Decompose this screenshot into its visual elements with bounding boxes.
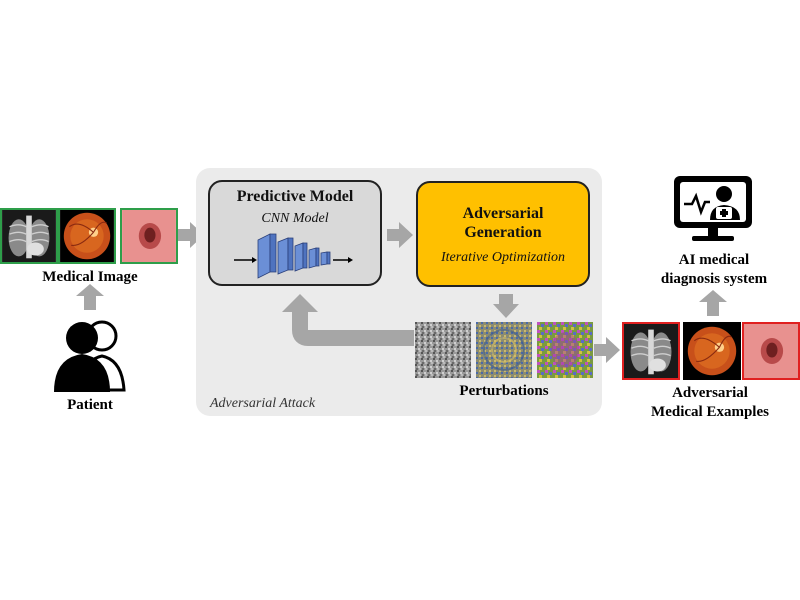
perturbations-label: Perturbations — [459, 383, 549, 399]
fundus-input-image — [58, 208, 116, 264]
cnn-architecture-icon — [234, 233, 353, 279]
iterative-optimization-subtitle: Iterative Optimization — [440, 250, 566, 265]
adversarial-attack-label: Adversarial Attack — [210, 396, 316, 411]
feedback-arrow — [282, 294, 414, 346]
patient-icon — [54, 320, 126, 392]
skin-input-image — [120, 208, 178, 264]
adversarial-examples-label-line1: Adversarial — [672, 385, 748, 401]
adversarial-generation-box — [416, 181, 590, 287]
adversarial-generation-title-line1: Adversarial — [462, 205, 544, 222]
xray-input-image — [0, 208, 58, 264]
colored-perturbation-image — [537, 322, 593, 378]
ai-system-label-line2: diagnosis system — [660, 271, 768, 287]
examples-to-system-arrow — [699, 290, 727, 316]
adversarial-skin-image — [742, 322, 800, 380]
patient-label: Patient — [67, 397, 113, 413]
adversarial-generation-title-line2: Generation — [464, 224, 542, 241]
textured-perturbation-image — [476, 322, 532, 378]
patient-to-image-arrow — [76, 284, 104, 310]
medical-image-label: Medical Image — [42, 269, 138, 285]
medical-computer-icon — [674, 176, 752, 241]
adversarial-examples-label-line2: Medical Examples — [651, 404, 769, 420]
adversarial-xray-image — [622, 322, 680, 380]
model-to-generation-arrow — [387, 222, 413, 248]
generation-to-perturbations-arrow — [493, 294, 519, 318]
adversarial-fundus-image — [683, 322, 741, 380]
perturbations-to-examples-arrow — [594, 337, 620, 363]
ai-system-label-line1: AI medical — [678, 252, 750, 268]
input-to-model-arrow — [178, 222, 204, 248]
cnn-model-subtitle: CNN Model — [261, 211, 329, 226]
predictive-model-title: Predictive Model — [236, 188, 354, 205]
noise-perturbation-image — [415, 322, 471, 378]
